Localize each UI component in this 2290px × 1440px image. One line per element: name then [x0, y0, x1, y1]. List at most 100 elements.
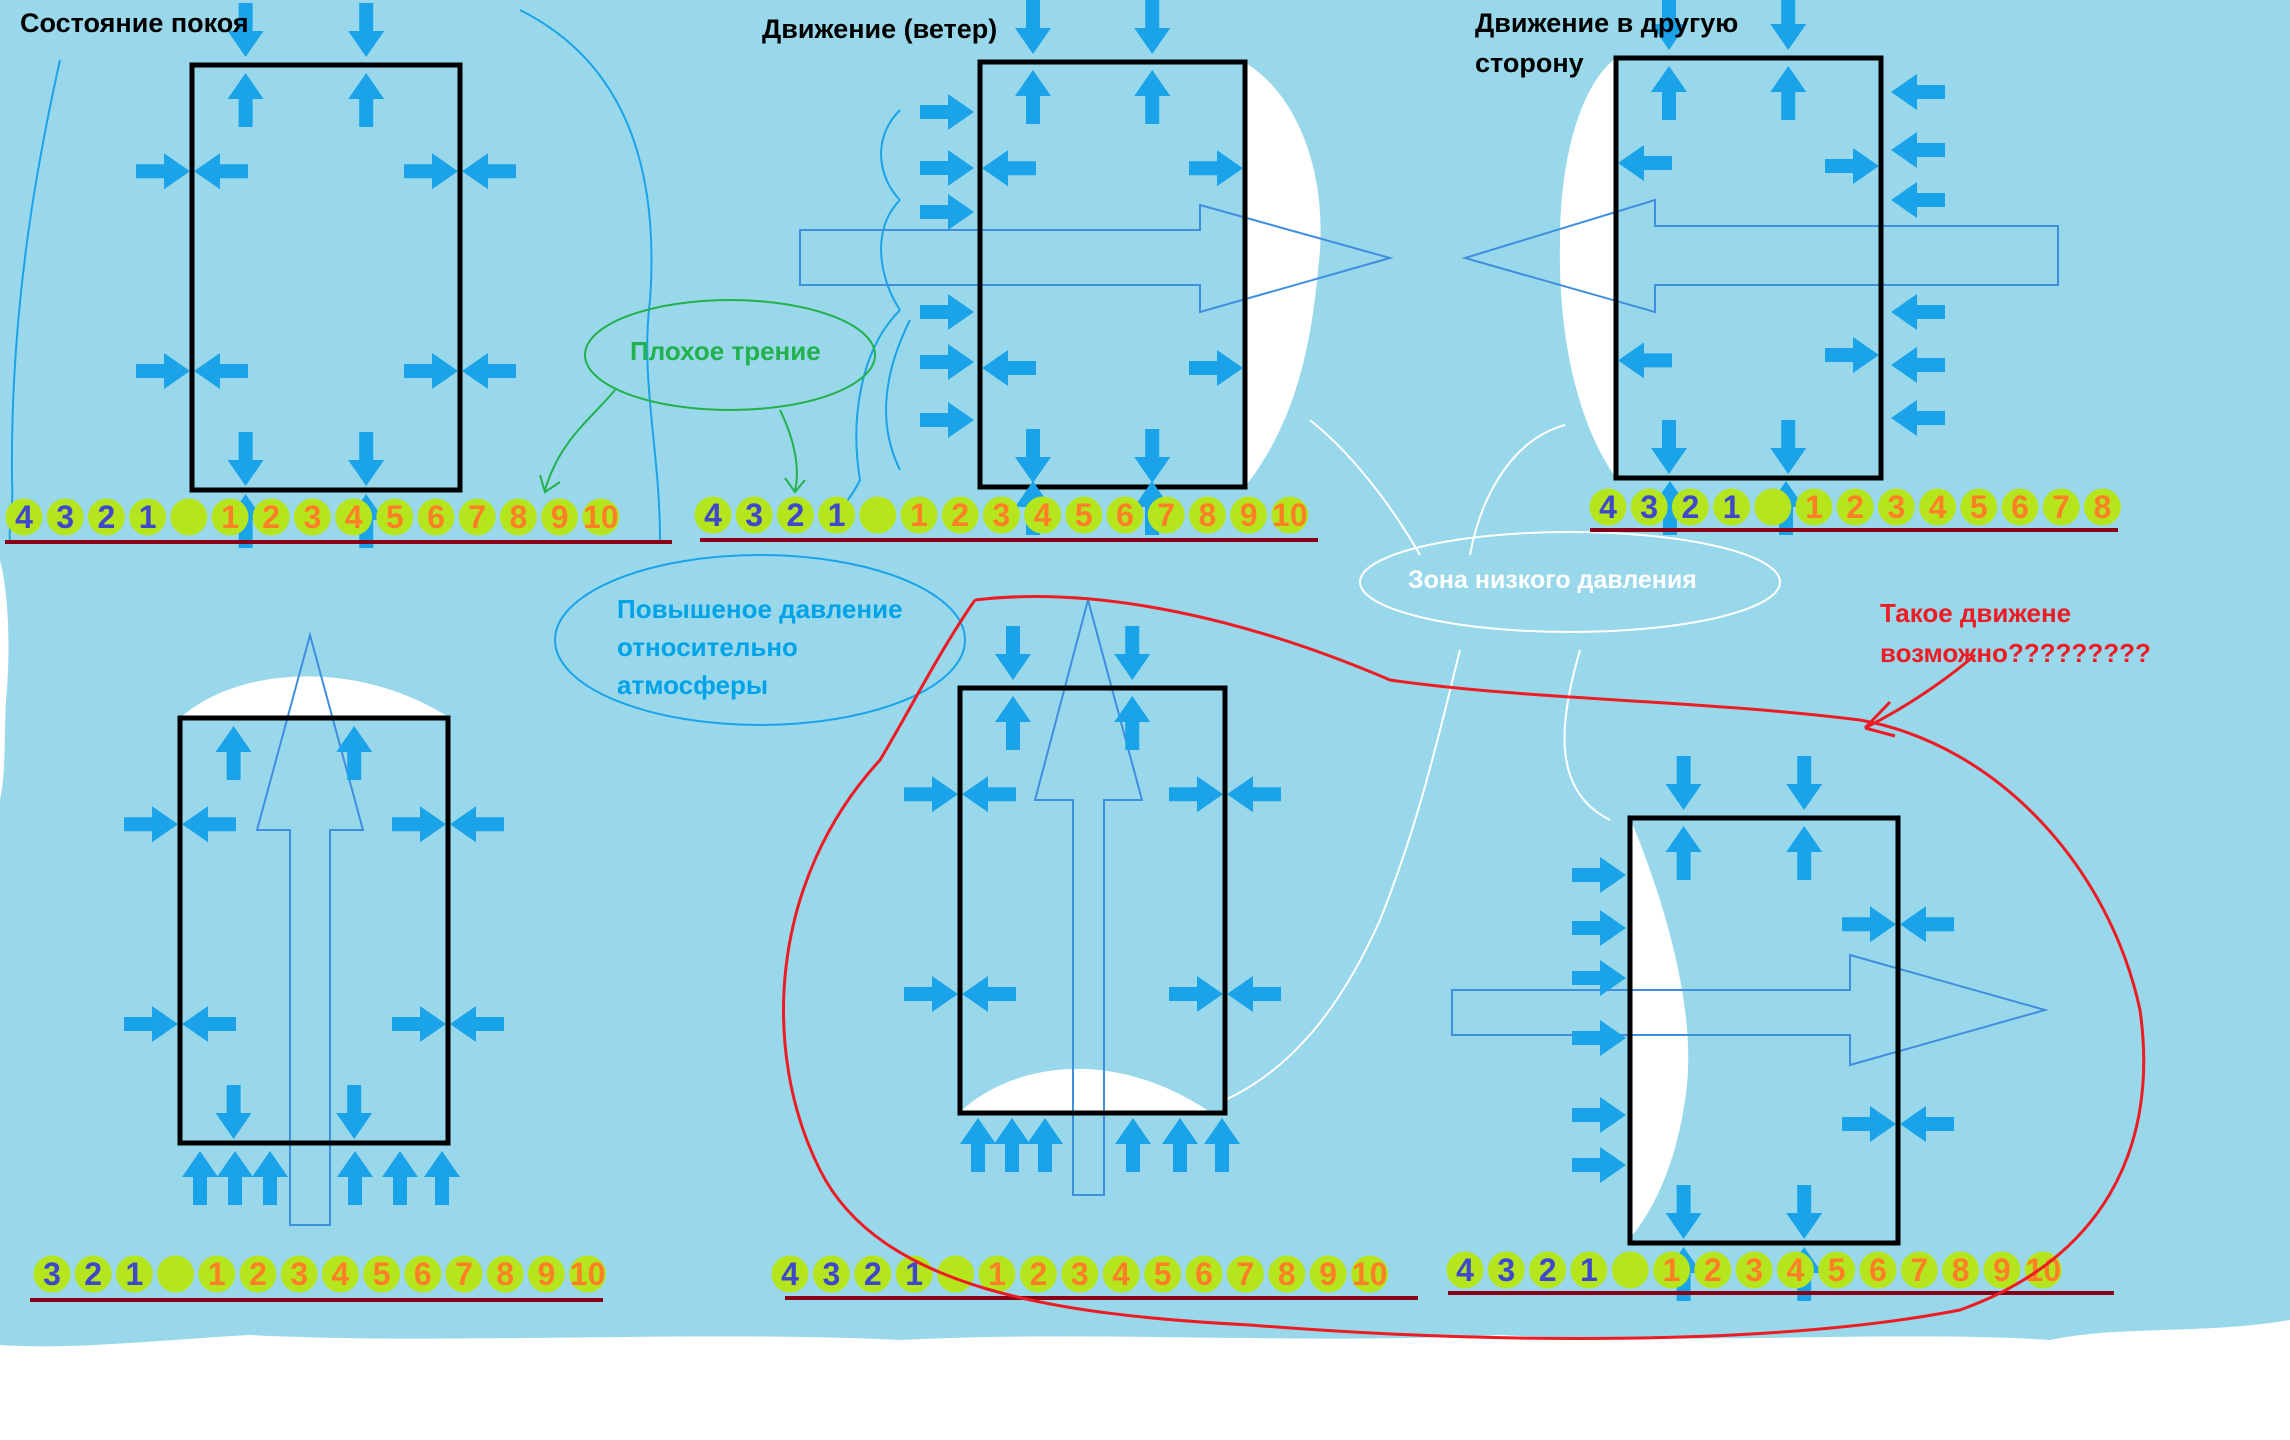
ground-ball	[694, 496, 732, 534]
ground-ball	[74, 1255, 112, 1293]
ground-ball	[1694, 1251, 1732, 1289]
ball-number: 1	[910, 497, 928, 533]
ground-ball	[1836, 488, 1874, 526]
ball-number: 6	[414, 1256, 432, 1292]
ball-number: 3	[1497, 1252, 1515, 1288]
ball-number: 2	[98, 499, 116, 535]
ground-ball	[33, 1255, 71, 1293]
ground-ball	[1983, 1251, 2021, 1289]
ground-ball	[1776, 1251, 1814, 1289]
box-rest	[189, 62, 463, 493]
ground-ball	[978, 1255, 1016, 1293]
ball-number: 6	[1116, 497, 1134, 533]
ground-ball	[211, 498, 249, 536]
ground-ball	[1942, 1251, 1980, 1289]
ground-ball	[812, 1255, 850, 1293]
ground-ball	[1754, 488, 1792, 526]
ball-number: 3	[1745, 1252, 1763, 1288]
ball-number: 5	[373, 1256, 391, 1292]
ground-ball	[1570, 1251, 1608, 1289]
ball-number: 5	[1970, 489, 1988, 525]
ground-ball	[1529, 1251, 1567, 1289]
ground-ball	[735, 496, 773, 534]
ground-ball	[1024, 496, 1062, 534]
ball-number: 5	[1828, 1252, 1846, 1288]
ground-ball	[445, 1255, 483, 1293]
wind-motion-arrow	[799, 203, 1394, 314]
ball-number: 6	[2011, 489, 2029, 525]
friction-callout-lines	[539, 389, 806, 494]
ground-ball	[1487, 1251, 1525, 1289]
ground-ball	[1102, 1255, 1140, 1293]
ground-ball	[486, 1255, 524, 1293]
ball-number: 2	[1030, 1256, 1048, 1292]
ball-number: 6	[1869, 1252, 1887, 1288]
ground-ball	[458, 498, 496, 536]
ball-number: 1	[221, 499, 239, 535]
ground-ball	[198, 1255, 236, 1293]
ball-number: 2	[1704, 1252, 1722, 1288]
ball-number: 4	[1112, 1256, 1130, 1292]
ball-number: 2	[1682, 489, 1700, 525]
water-background	[0, 0, 2290, 1347]
ground-ball	[1185, 1255, 1223, 1293]
ground-ball	[5, 498, 43, 536]
ground-ball	[2042, 488, 2080, 526]
low-pressure-lines	[1224, 419, 1611, 1101]
ball-number: 1	[139, 499, 157, 535]
ball-number: 10	[583, 499, 619, 535]
ground-ball	[1144, 1255, 1182, 1293]
friction-bubble	[584, 299, 876, 411]
ball-number: 3	[823, 1256, 841, 1292]
label-high-pressure-line1: Повышеное давление	[617, 594, 903, 624]
ball-number: 1	[1805, 489, 1823, 525]
label-wind: Движение (ветер)	[762, 14, 997, 44]
ball-number: 8	[1278, 1256, 1296, 1292]
ball-number: 1	[1663, 1252, 1681, 1288]
ball-number: 8	[510, 499, 528, 535]
ball-number: 8	[2094, 489, 2112, 525]
ground-ball	[1268, 1255, 1306, 1293]
ground-ball	[1653, 1251, 1690, 1289]
ball-number: 1	[828, 497, 846, 533]
label-question-line2: возможно?????????	[1880, 638, 2151, 668]
box-lifting	[177, 715, 451, 1146]
ball-number: 4	[1929, 489, 1947, 525]
ball-number: 3	[304, 499, 322, 535]
ground-ball	[376, 498, 414, 536]
ground-ball	[1713, 488, 1751, 526]
ball-number: 3	[56, 499, 74, 535]
ball-number: 6	[1195, 1256, 1213, 1292]
ball-number: 4	[1599, 489, 1617, 525]
ball-number: 7	[2052, 489, 2070, 525]
reverse-motion-arrow	[1461, 198, 2059, 314]
ground-ball	[46, 498, 84, 536]
ground-ball	[1147, 496, 1185, 534]
low-pressure-bubble	[1359, 531, 1781, 633]
ground-ball	[321, 1255, 359, 1293]
ball-number: 8	[496, 1256, 514, 1292]
ball-number: 3	[745, 497, 763, 533]
ground-ball	[1309, 1255, 1347, 1293]
ball-number: 4	[1787, 1252, 1805, 1288]
ground-ball	[854, 1255, 892, 1293]
ball-number: 3	[43, 1256, 61, 1292]
ground-ball	[252, 498, 290, 536]
ball-number: 2	[787, 497, 805, 533]
ground-ball	[1106, 496, 1144, 534]
ground-ball	[1188, 496, 1226, 534]
ground-ball	[569, 1255, 607, 1293]
ground-ball	[404, 1255, 442, 1293]
ball-number: 1	[1580, 1252, 1598, 1288]
ground-ball	[239, 1255, 277, 1293]
ground-ball	[170, 498, 208, 536]
ball-number: 2	[84, 1256, 102, 1292]
ground-ball	[280, 1255, 318, 1293]
ground-ball	[1271, 496, 1309, 534]
ground-ball	[1735, 1251, 1773, 1289]
motion-arrows	[255, 198, 2059, 1226]
ball-number: 1	[208, 1256, 226, 1292]
right-motion-arrow-bottom	[1451, 953, 2049, 1067]
ball-number: 2	[1846, 489, 1864, 525]
label-other-direction-line2: сторону	[1475, 48, 1584, 78]
